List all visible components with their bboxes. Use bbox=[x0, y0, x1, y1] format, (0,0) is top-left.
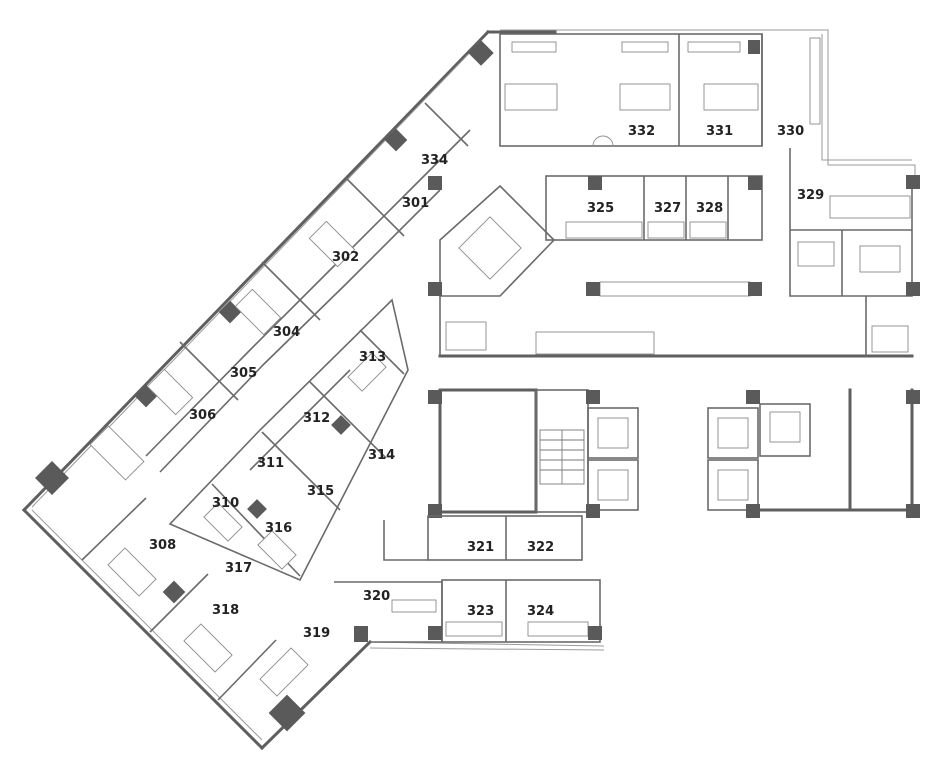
room-label-317: 317 bbox=[225, 561, 252, 576]
desk-clusters bbox=[89, 220, 387, 697]
room-label-301: 301 bbox=[402, 196, 429, 211]
room-label-305: 305 bbox=[230, 366, 257, 381]
room-label-320: 320 bbox=[363, 589, 390, 604]
core bbox=[428, 388, 920, 518]
room-label-329: 329 bbox=[797, 188, 824, 203]
diagonal-offices bbox=[35, 40, 494, 732]
room-label-325: 325 bbox=[587, 201, 614, 216]
room-label-322: 322 bbox=[527, 540, 554, 555]
room-label-319: 319 bbox=[303, 626, 330, 641]
building-outline bbox=[21, 29, 916, 751]
room-label-306: 306 bbox=[189, 408, 216, 423]
room-label-328: 328 bbox=[696, 201, 723, 216]
room-label-323: 323 bbox=[467, 604, 494, 619]
room-label-312: 312 bbox=[303, 411, 330, 426]
room-label-310: 310 bbox=[212, 496, 239, 511]
room-label-315: 315 bbox=[307, 484, 334, 499]
room-label-316: 316 bbox=[265, 521, 292, 536]
room-label-318: 318 bbox=[212, 603, 239, 618]
south-rooms bbox=[334, 515, 602, 643]
room-label-321: 321 bbox=[467, 540, 494, 555]
room-label-311: 311 bbox=[257, 456, 284, 471]
room-label-334: 334 bbox=[421, 153, 448, 168]
room-labels: 301 302 304 305 306 308 310 311 312 313 … bbox=[149, 124, 824, 641]
room-label-324: 324 bbox=[527, 604, 554, 619]
room-label-302: 302 bbox=[332, 250, 359, 265]
meeting-row bbox=[545, 175, 763, 241]
hex-lounge bbox=[439, 184, 556, 297]
room-label-304: 304 bbox=[273, 325, 300, 340]
north-block bbox=[499, 33, 821, 147]
room-label-331: 331 bbox=[706, 124, 733, 139]
room-label-332: 332 bbox=[628, 124, 655, 139]
room-label-313: 313 bbox=[359, 350, 386, 365]
room-label-308: 308 bbox=[149, 538, 176, 553]
room-label-314: 314 bbox=[368, 448, 395, 463]
room-329-block bbox=[789, 148, 920, 297]
corridor bbox=[428, 281, 920, 358]
room-label-327: 327 bbox=[654, 201, 681, 216]
room-label-330: 330 bbox=[777, 124, 804, 139]
